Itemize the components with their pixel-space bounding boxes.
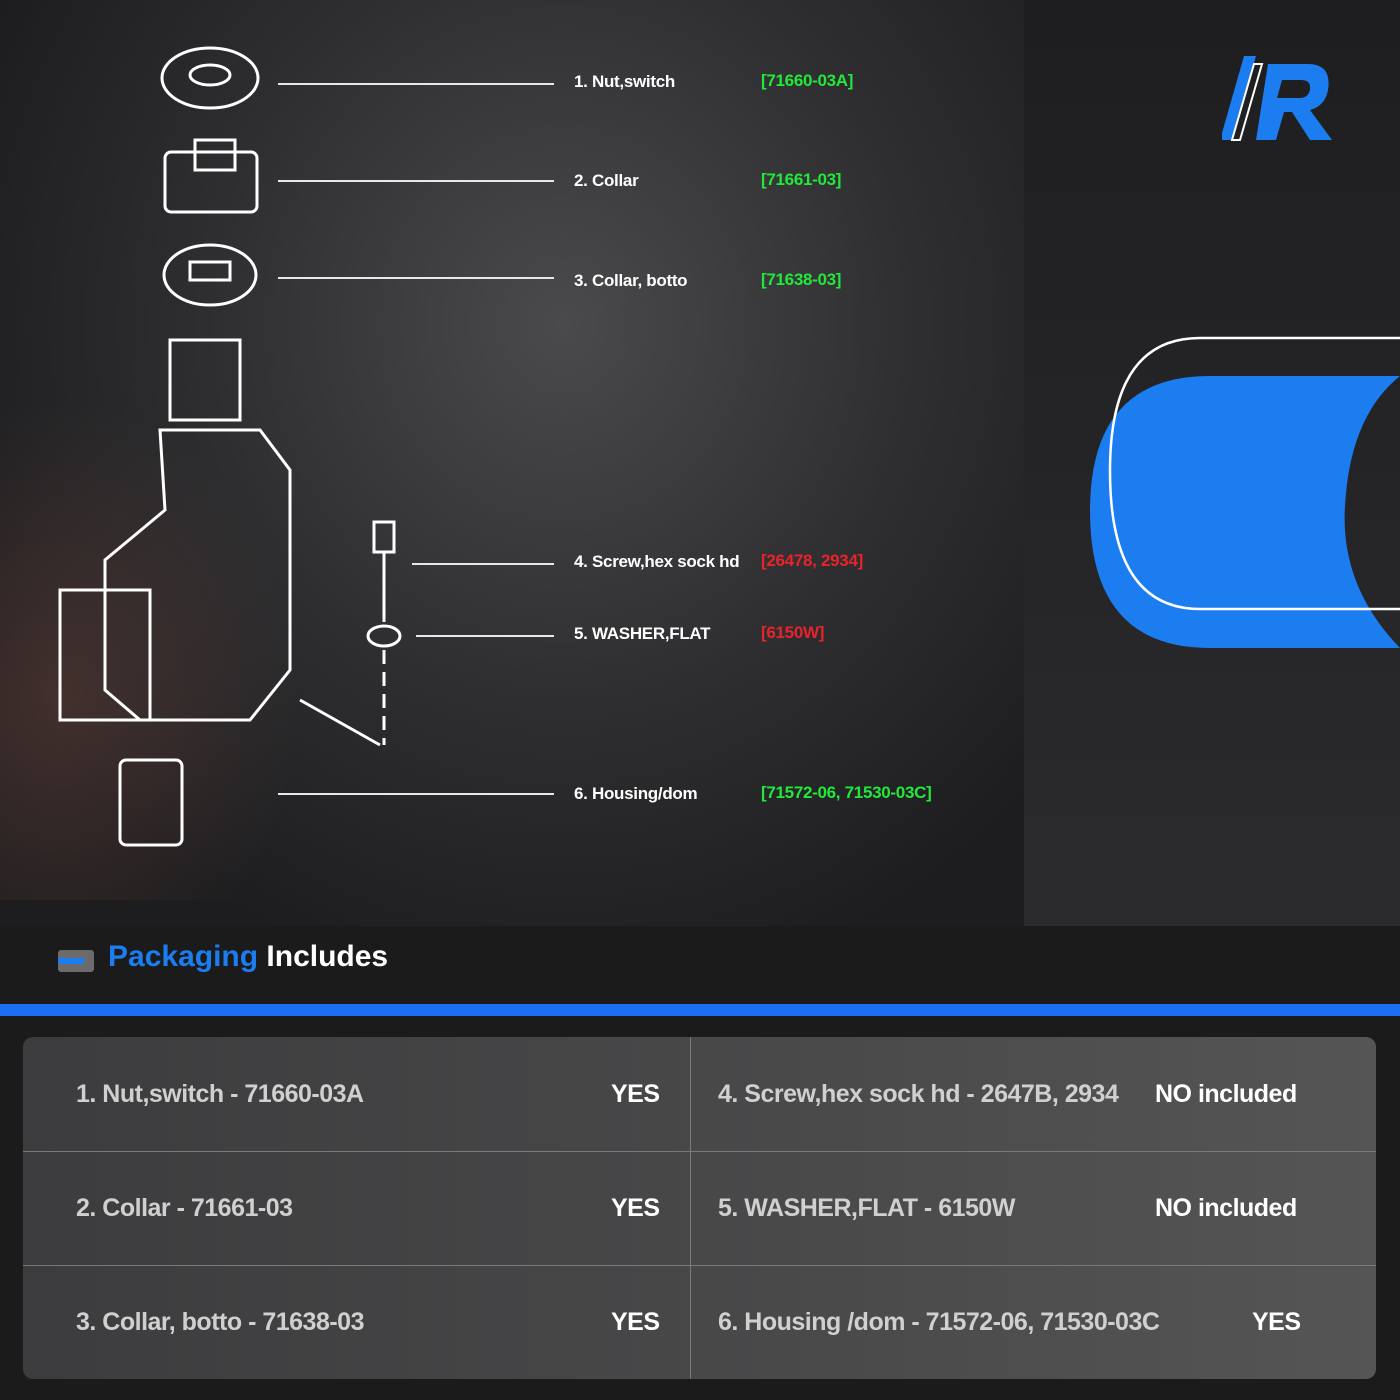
part-label: 1. Nut,switch [574, 72, 675, 91]
status-badge: YES [1252, 1307, 1301, 1336]
part-code: [26478, 2934] [761, 551, 863, 570]
part-label: 6. Housing/dom [574, 784, 698, 803]
part-label: 2. Collar [574, 171, 639, 190]
status-badge: NO included [1155, 1079, 1297, 1108]
part-code: [71660-03A] [761, 71, 854, 90]
brand-logo [1222, 56, 1332, 141]
leader-line [278, 793, 554, 795]
part-label: 5. WASHER,FLAT [574, 624, 711, 643]
product-photo-background [0, 0, 1024, 926]
screw-washer-drawing [366, 520, 402, 745]
leader-line [278, 180, 554, 182]
housing-drawing [58, 338, 381, 847]
status-badge: YES [611, 1307, 660, 1336]
part-code: [71638-03] [761, 270, 842, 289]
status-badge: NO included [1155, 1193, 1297, 1222]
section-title: Packaging Includes [108, 940, 389, 973]
part-label: 4. Screw,hex sock hd [574, 552, 740, 571]
packaging-header: Packaging Includes [0, 926, 1400, 1004]
leader-line [278, 83, 554, 85]
status-badge: YES [611, 1193, 660, 1222]
collar-drawing [163, 138, 259, 214]
leader-line [412, 563, 554, 565]
part-code: [71572-06, 71530-03C] [761, 783, 932, 802]
part-code: [71661-03] [761, 170, 842, 189]
blue-divider-bar [0, 1004, 1400, 1016]
exploded-parts-diagram [58, 46, 402, 847]
leader-line [416, 635, 554, 637]
nut-switch-drawing [160, 46, 260, 110]
part-label: 3. Collar, botto [574, 271, 688, 290]
part-code: [6150W] [761, 623, 825, 642]
brand-small-logo-icon [58, 950, 94, 972]
leader-line [278, 277, 554, 279]
collar-bottom-drawing [162, 243, 258, 307]
decorative-blue-shape [1090, 336, 1400, 648]
status-badge: YES [611, 1079, 660, 1108]
